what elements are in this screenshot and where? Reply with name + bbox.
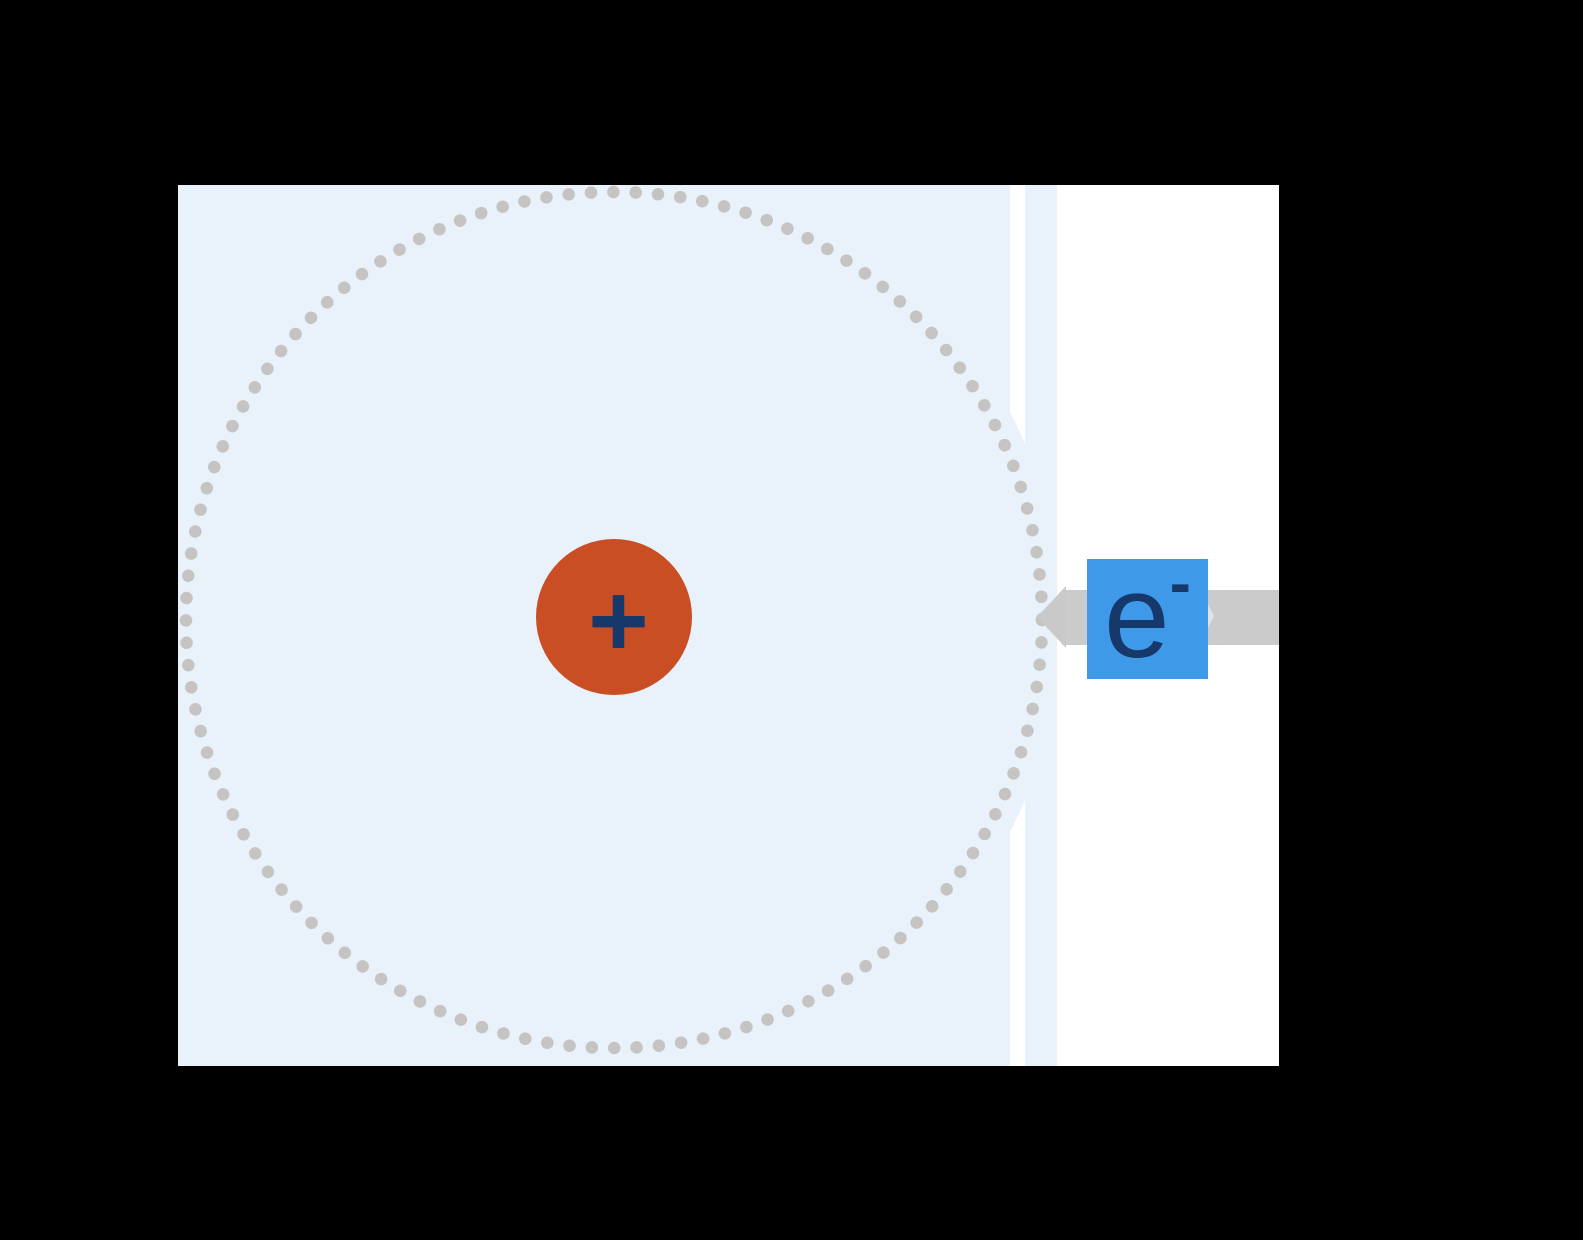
right-arrow-cue-icon — [1208, 604, 1214, 628]
plus-icon: + — [588, 563, 649, 679]
electron-handle[interactable]: e - — [1087, 551, 1208, 683]
simulation-viewport: + e - — [178, 185, 1279, 1066]
electron-symbol: e — [1104, 551, 1170, 683]
electron-charge-label: - — [1169, 547, 1191, 619]
nucleus: + — [536, 539, 692, 695]
left-arrow-icon — [1037, 586, 1066, 648]
